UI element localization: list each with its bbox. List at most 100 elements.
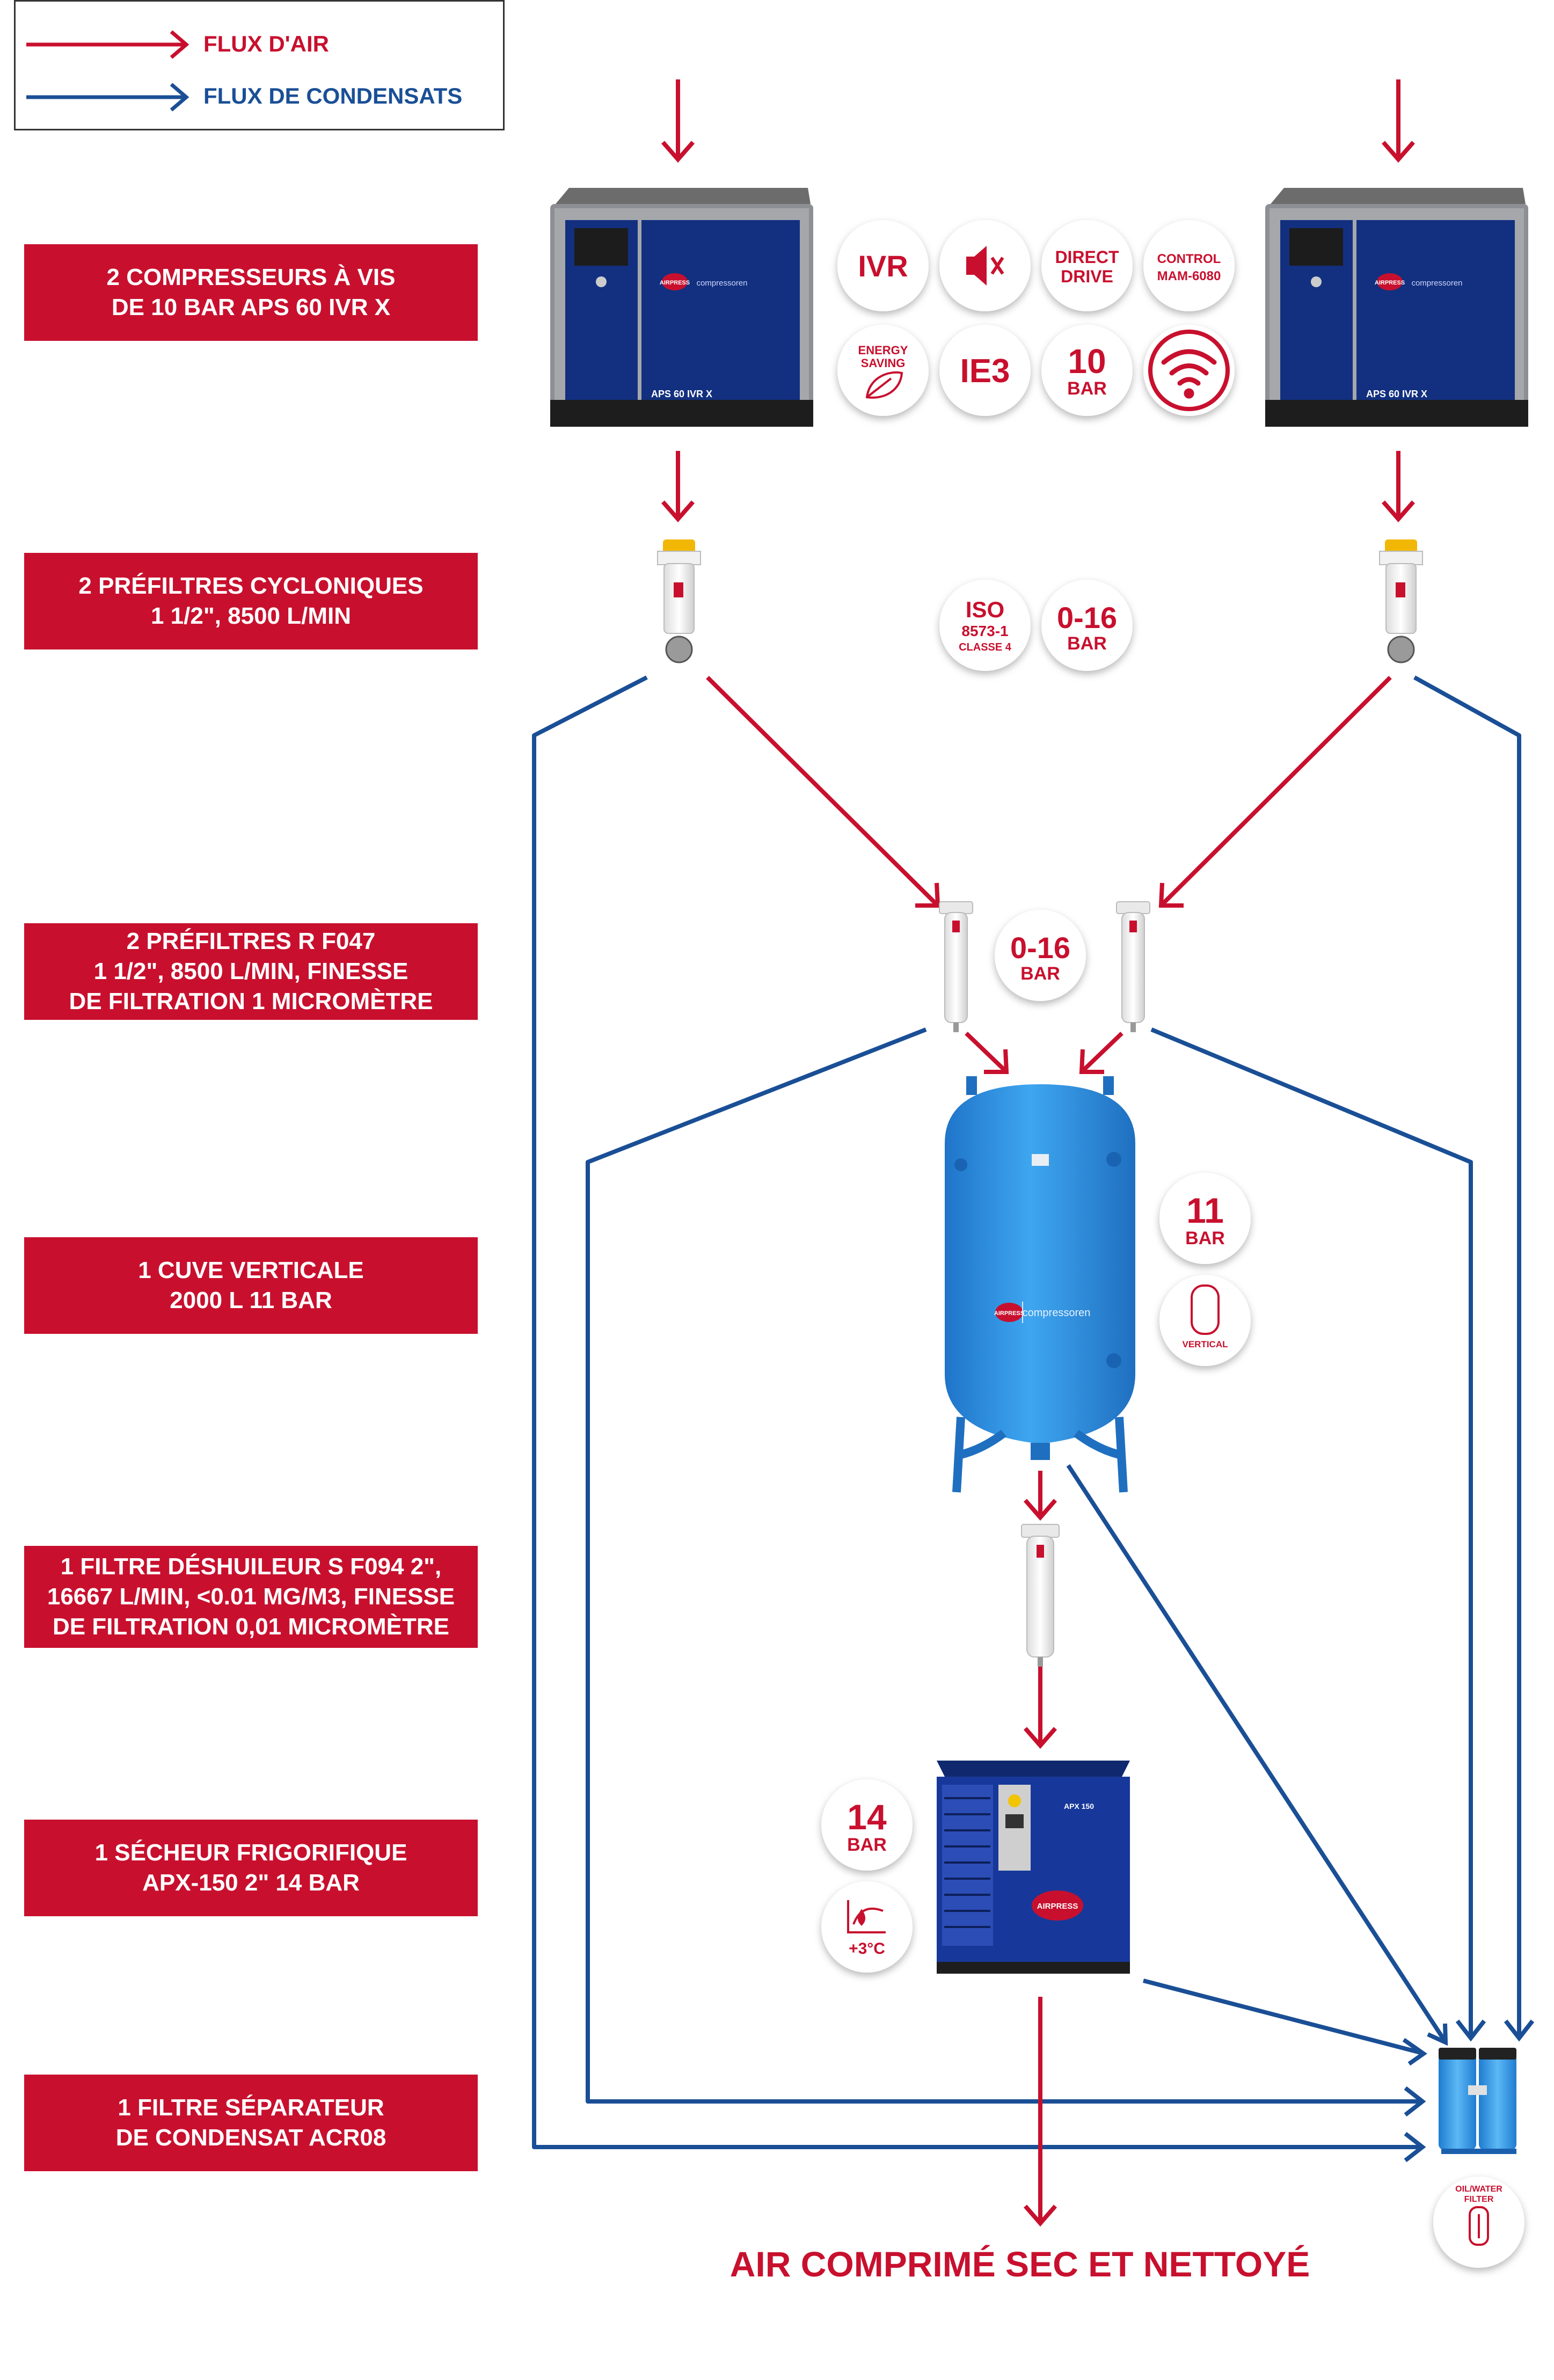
tank-sub: compressoren [1023, 1307, 1091, 1319]
air-arrow-out [1023, 1997, 1057, 2227]
badge-separator-text-2: FILTER [1464, 2195, 1494, 2204]
compressor-left-sub: compressoren [696, 279, 747, 288]
r-prefilter-right [1116, 901, 1150, 1032]
badge-11-bar [1159, 1173, 1251, 1264]
legend-condensate-label: FLUX DE CONDENSATS [203, 83, 463, 108]
separator-icon [1469, 2206, 1489, 2246]
badges-dryer: 14 BAR +3°C [821, 1779, 913, 1973]
badge-separator: OIL/WATER FILTER [1433, 2177, 1524, 2268]
dewpoint-icon [847, 1900, 886, 1933]
badge-ie3 [939, 325, 1031, 416]
air-arrow-tank [1023, 1471, 1057, 1521]
badge-ie3-text: IE3 [960, 353, 1010, 390]
compressor-left-brand: AIRPRESS [660, 280, 690, 286]
vertical-tank-icon [1191, 1284, 1220, 1335]
badge-range-unit: BAR [1067, 633, 1107, 654]
tank-brand: AIRPRESS [994, 1310, 1024, 1317]
compressor-left-model: APS 60 IVR X [651, 389, 712, 399]
badge-iso-text-3: CLASSE 4 [959, 641, 1012, 653]
silent-icon [966, 246, 1004, 286]
air-tank: AIRPRESS compressoren [945, 1076, 1135, 1493]
condensate-arrowheads [1402, 2019, 1535, 2163]
badge-energy-saving [837, 325, 929, 416]
condensate-line-dryer [1142, 1979, 1424, 2055]
badge-wifi [1143, 325, 1235, 416]
badge-14-bar-value: 14 [847, 1797, 887, 1837]
badge-filter-range-unit: BAR [1020, 963, 1060, 984]
compressor-right-brand: AIRPRESS [1375, 280, 1405, 286]
badge-10-bar-unit: BAR [1067, 378, 1107, 399]
legend-air-label: FLUX D'AIR [203, 31, 329, 56]
wifi-icon [1161, 349, 1217, 399]
badges-compressor: IVR DIRECT DRIVE CONTROL MAM-6080 ENERGY… [837, 220, 1235, 416]
badge-direct-drive [1041, 220, 1133, 311]
badge-temp [821, 1881, 913, 1973]
air-arrow-in-right [1381, 79, 1416, 163]
badge-ivr-text: IVR [858, 249, 908, 283]
badge-iso-text-1: ISO [966, 597, 1004, 622]
air-arrow-filter-left [965, 1032, 1009, 1074]
legend-arrows [26, 30, 189, 112]
output-caption: AIR COMPRIMÉ SEC ET NETTOYÉ [729, 2244, 1310, 2284]
badge-14-bar-unit: BAR [847, 1835, 887, 1855]
condensate-line-right-filter [1150, 1027, 1473, 2037]
leaf-icon [865, 371, 903, 399]
legend-condensate-arrow [26, 83, 189, 112]
badge-11-bar-unit: BAR [1185, 1228, 1225, 1249]
badge-iso [939, 580, 1031, 671]
badge-range-value: 0-16 [1057, 601, 1117, 634]
badge-separator-text-1: OIL/WATER [1455, 2185, 1502, 2194]
badge-11-bar-value: 11 [1186, 1191, 1224, 1230]
badge-energy-text-1: ENERGY [858, 344, 908, 357]
compressor-right-sub: compressoren [1411, 279, 1462, 288]
badges-prefilter: ISO 8573-1 CLASSE 4 0-16 BAR [939, 580, 1133, 671]
compressor-right: AIRPRESS compressoren APS 60 IVR X [1265, 188, 1528, 427]
air-arrow-cyclone-left [706, 676, 940, 908]
step-label-oil-filter: 1 FILTRE DÉSHUILEUR S F094 2",16667 L/MI… [24, 1546, 478, 1648]
compressor-left: AIRPRESS compressoren APS 60 IVR X [550, 188, 813, 427]
dryer-model: APX 150 [1064, 1802, 1094, 1810]
badge-vertical [1159, 1275, 1251, 1366]
condensate-line-right-cyclone [1413, 675, 1521, 2037]
refrigeration-dryer: AIRPRESS APX 150 [937, 1761, 1130, 1974]
badge-10-bar-value: 10 [1068, 342, 1106, 381]
badge-iso-text-2: 8573-1 [961, 623, 1008, 639]
air-arrow-comp-left [661, 451, 695, 523]
dryer-brand: AIRPRESS [1037, 1902, 1078, 1911]
condensate-line-left-filter [586, 1027, 1422, 2104]
badge-control-text-1: CONTROL [1157, 252, 1221, 266]
badge-direct-text-1: DIRECT [1055, 247, 1119, 267]
badge-temp-text: +3°C [849, 1940, 885, 1958]
cyclone-prefilter-right [1379, 539, 1423, 663]
condensate-line-left-cyclone [532, 675, 1422, 2149]
badge-10-bar [1041, 325, 1133, 416]
badge-ivr [837, 220, 929, 311]
air-arrow-oil-filter [1023, 1656, 1057, 1749]
tank-legs [952, 1417, 1128, 1493]
cyclone-prefilter-left [657, 539, 701, 663]
legend-air-arrow [26, 30, 189, 59]
badge-range [1041, 580, 1133, 671]
badge-energy-text-2: SAVING [861, 356, 906, 370]
air-arrow-filter-right [1079, 1032, 1123, 1074]
badge-filter-range-value: 0-16 [1010, 931, 1070, 965]
air-arrows [661, 79, 1416, 2227]
r-prefilter-left [939, 901, 973, 1032]
badge-vertical-text: VERTICAL [1183, 1339, 1228, 1349]
compressor-right-model: APS 60 IVR X [1366, 389, 1427, 399]
condensate-separator [1439, 2048, 1516, 2154]
badge-14-bar [821, 1779, 913, 1871]
oil-filter [1021, 1524, 1060, 1667]
air-arrow-comp-right [1381, 451, 1416, 523]
air-arrow-cyclone-right [1158, 676, 1392, 908]
air-arrow-in-left [661, 79, 695, 163]
badge-filter-range: 0-16 BAR [995, 910, 1086, 1001]
condensate-line-tank [1066, 1464, 1446, 2041]
